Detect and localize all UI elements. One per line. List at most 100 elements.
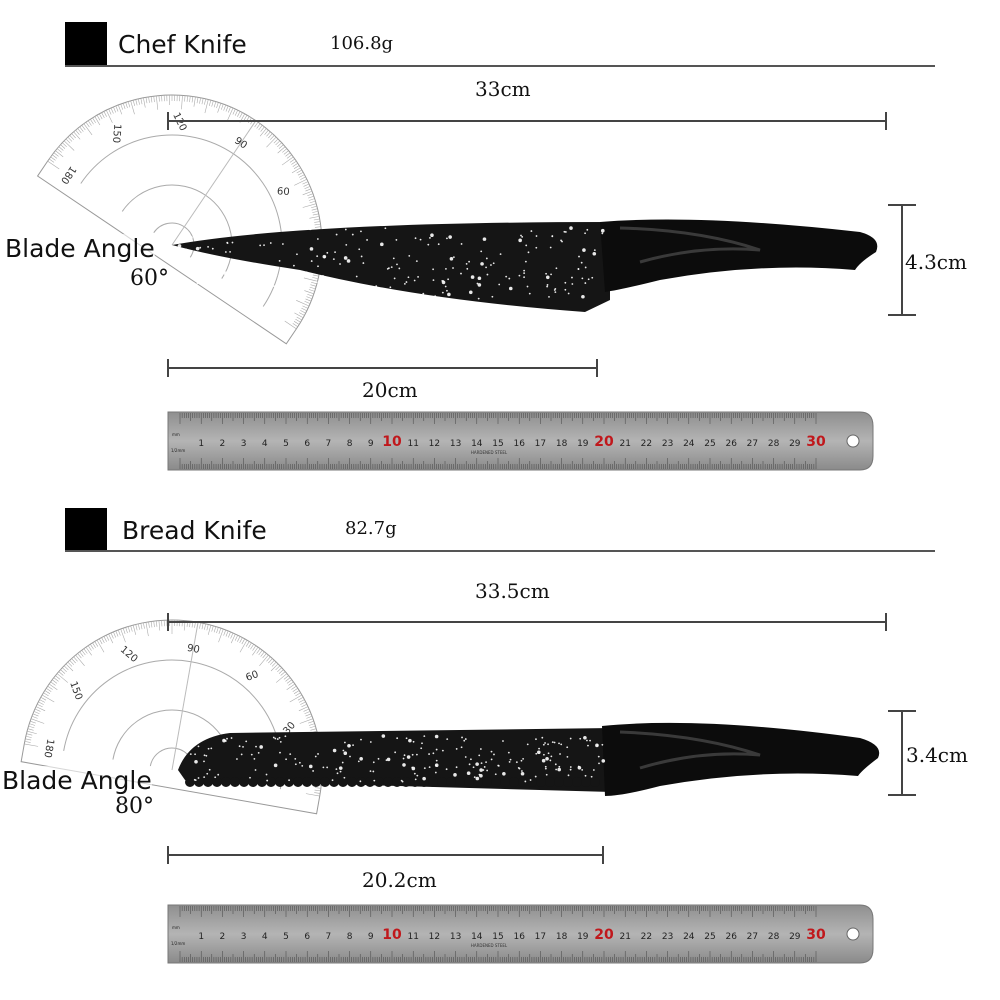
speckle [441, 749, 444, 752]
speckle [189, 235, 193, 240]
protractor-tick [239, 639, 248, 653]
speckle [592, 769, 595, 771]
protractor-tick [311, 205, 317, 209]
protractor-tick [153, 96, 155, 103]
protractor-tick [312, 213, 319, 216]
speckle [445, 768, 448, 771]
protractor-tick [223, 629, 227, 636]
speckle [357, 760, 360, 763]
serration [347, 777, 357, 787]
speckle [569, 768, 572, 771]
protractor-tick [260, 651, 265, 657]
protractor-tick [127, 101, 131, 108]
speckle [583, 735, 587, 740]
speckle [407, 276, 410, 279]
ruler-number: 26 [725, 932, 737, 942]
knife-weight: 82.7g [345, 518, 397, 539]
protractor-tick [230, 633, 236, 644]
speckle [464, 756, 467, 758]
speckle [567, 292, 570, 295]
speckle [521, 770, 523, 772]
speckle [279, 740, 282, 743]
protractor-tick [120, 628, 126, 643]
protractor-tick [291, 685, 297, 690]
protractor-tick [73, 131, 81, 140]
ruler-number: 27 [747, 439, 758, 449]
ruler-number: 10 [382, 927, 402, 943]
protractor-tick [148, 621, 150, 628]
ruler-number: 21 [619, 439, 630, 449]
speckle [193, 282, 196, 285]
serration [257, 777, 267, 787]
protractor-tick [87, 120, 92, 126]
speckle [541, 758, 546, 763]
speckle [434, 771, 437, 774]
protractor-tick [201, 98, 204, 105]
serration [437, 777, 447, 787]
protractor-tick [227, 107, 234, 121]
speckle [406, 755, 411, 759]
speckle [359, 756, 363, 761]
protractor-tick [266, 131, 271, 137]
protractor-tick [297, 697, 304, 701]
speckle [491, 295, 494, 298]
speckle [230, 737, 233, 739]
speckle [446, 237, 448, 240]
serration [239, 777, 249, 787]
speckle [249, 776, 251, 779]
speckle [219, 232, 224, 236]
protractor-tick [85, 646, 92, 656]
ruler-unit: mm [172, 925, 180, 930]
protractor-tick [161, 95, 163, 102]
speckle [326, 766, 329, 769]
speckle [210, 747, 213, 750]
speckle [584, 232, 586, 235]
speckle [293, 264, 295, 267]
speckle [259, 244, 262, 247]
speckle [335, 233, 338, 236]
speckle [239, 293, 242, 296]
speckle [255, 745, 257, 748]
serration [455, 777, 465, 787]
protractor-tick [291, 160, 297, 165]
speckle [197, 745, 200, 748]
speckle [554, 763, 557, 766]
protractor-tick [232, 108, 236, 115]
speckle [441, 280, 446, 285]
protractor-tick [193, 96, 196, 107]
speckle [403, 283, 406, 285]
speckle [550, 273, 552, 276]
speckle [294, 757, 297, 760]
protractor-tick [207, 625, 212, 635]
serration [392, 777, 402, 787]
speckle [563, 230, 566, 233]
speckle [560, 239, 562, 242]
protractor-tick [137, 98, 140, 105]
protractor-tick [310, 728, 317, 731]
ruler-number: 25 [704, 932, 715, 942]
speckle [447, 278, 450, 281]
speckle [191, 737, 194, 739]
protractor-tick [204, 623, 207, 630]
serration [590, 777, 600, 787]
speckle [203, 754, 206, 757]
protractor-tick [312, 274, 319, 277]
speckle [551, 741, 554, 743]
protractor-tick [314, 226, 321, 228]
protractor-tick [117, 629, 121, 636]
speckle [179, 298, 181, 301]
speckle [435, 759, 438, 762]
speckle [523, 276, 525, 279]
protractor-tick [56, 148, 62, 153]
speckle [584, 266, 587, 269]
protractor-tick [213, 626, 217, 633]
ruler-number: 22 [641, 439, 652, 449]
protractor-tick [125, 102, 128, 109]
speckle [494, 773, 497, 776]
speckle [395, 239, 398, 241]
speckle [460, 243, 463, 245]
speckle [601, 232, 604, 235]
protractor-tick [53, 152, 59, 157]
